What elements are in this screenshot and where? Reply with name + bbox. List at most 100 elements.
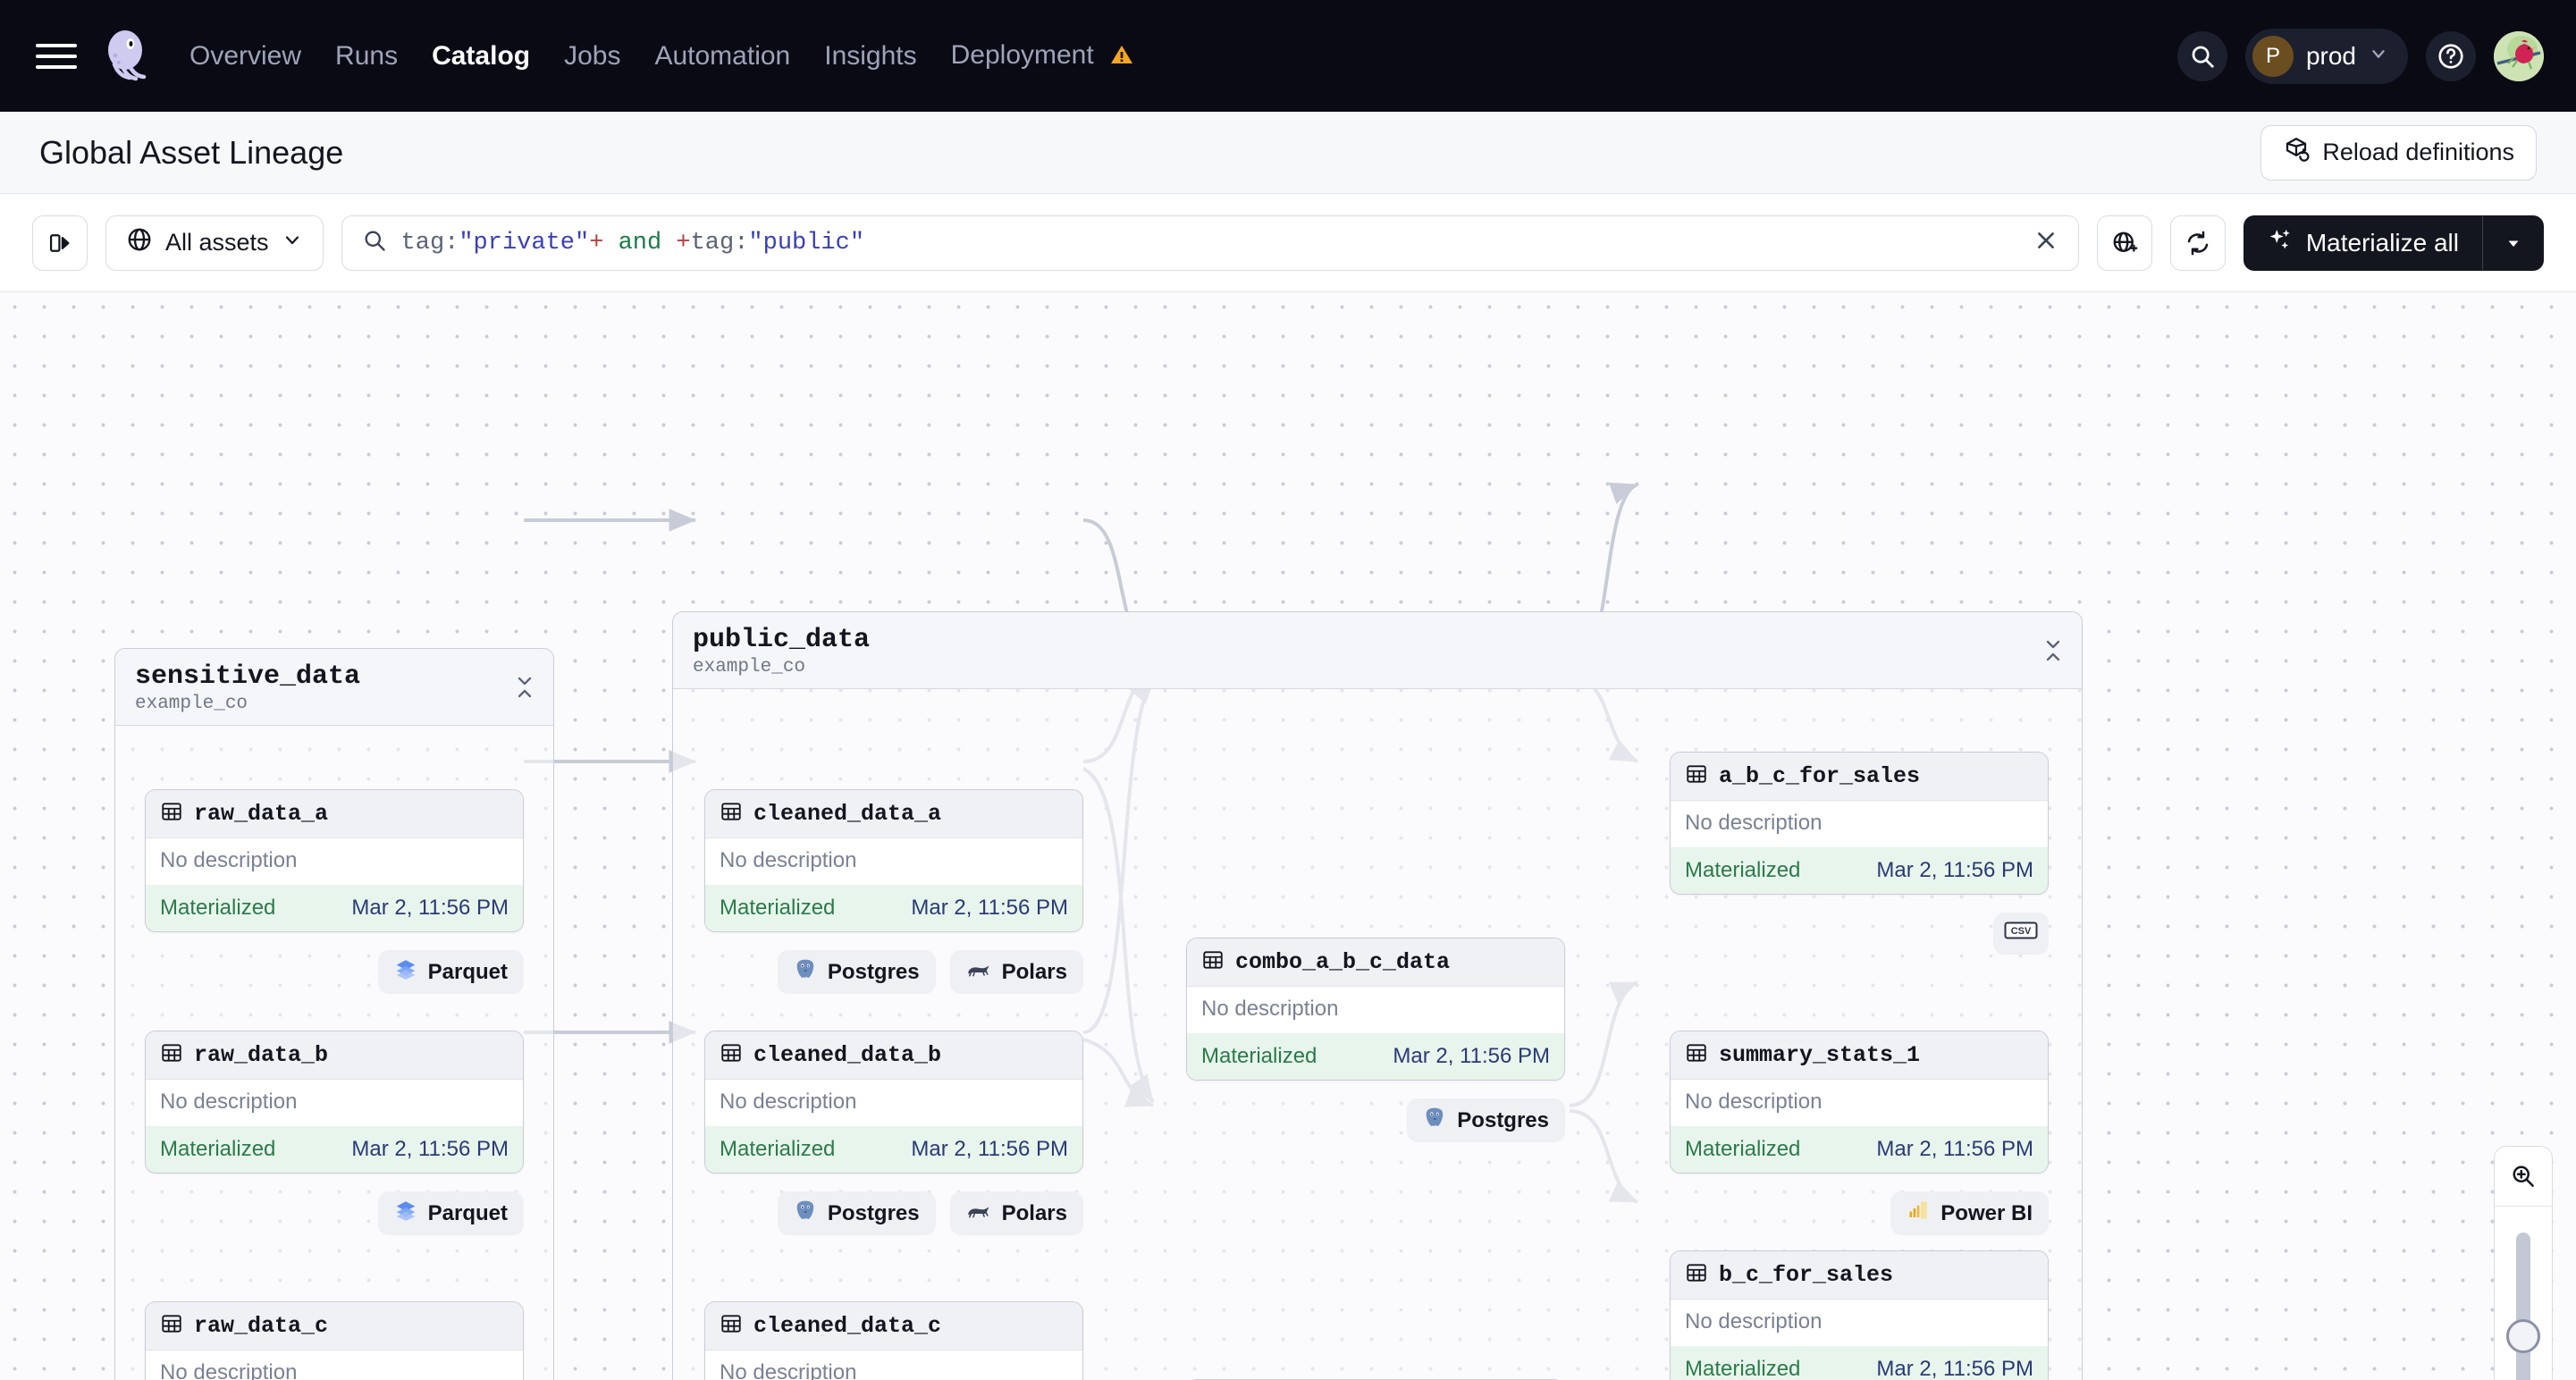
table-icon <box>1201 948 1225 976</box>
asset-node-description: No description <box>1671 1300 2048 1346</box>
deployment-avatar: P <box>2252 35 2294 77</box>
user-avatar[interactable] <box>2494 30 2544 81</box>
asset-node-cleaned_data_a[interactable]: cleaned_data_a No description Materializ… <box>704 789 1083 932</box>
asset-node-combo_a_b_c_data[interactable]: combo_a_b_c_data No description Material… <box>1186 938 1565 1081</box>
asset-node-status: Materialized Mar 2, 11:56 PM <box>1671 1126 2048 1173</box>
asset-tag-parquet[interactable]: Parquet <box>377 1191 524 1235</box>
materialize-all-group[interactable]: Materialize all <box>2243 215 2544 271</box>
help-circle-icon[interactable] <box>2426 30 2476 81</box>
asset-node-raw_data_a[interactable]: raw_data_a No description Materialized M… <box>145 789 524 932</box>
asset-node-b_c_for_sales[interactable]: b_c_for_sales No description Materialize… <box>1670 1250 2049 1380</box>
asset-tag-postgres[interactable]: Postgres <box>777 1191 936 1235</box>
asset-node-header: cleaned_data_b <box>705 1031 1082 1080</box>
asset-node-header: cleaned_data_a <box>705 790 1082 838</box>
search-icon <box>362 228 387 257</box>
asset-tag-polars[interactable]: Polars <box>949 950 1083 994</box>
asset-group-collapse-icon[interactable] <box>2042 637 2064 669</box>
zoom-in-icon[interactable] <box>2495 1147 2552 1206</box>
status-badge: Materialized <box>720 1137 836 1161</box>
asset-node-header: raw_data_c <box>146 1302 523 1351</box>
nav-link-overview[interactable]: Overview <box>189 40 302 71</box>
asset-group-header[interactable]: public_data example_co <box>673 612 2082 689</box>
asset-tag-postgres[interactable]: Postgres <box>777 950 936 994</box>
nav-link-insights[interactable]: Insights <box>824 40 917 71</box>
table-icon <box>1685 1261 1708 1289</box>
asset-node-status: Materialized Mar 2, 11:56 PM <box>146 1126 523 1173</box>
nav-link-automation[interactable]: Automation <box>654 40 791 71</box>
asset-node-status: Materialized Mar 2, 11:56 PM <box>1671 847 2048 894</box>
asset-node-description: No description <box>146 838 523 885</box>
asset-node-name: b_c_for_sales <box>1719 1262 1894 1288</box>
asset-node-status: Materialized Mar 2, 11:56 PM <box>146 885 523 931</box>
asset-node-timestamp: Mar 2, 11:56 PM <box>911 896 1068 920</box>
nav-link-deployment[interactable]: Deployment <box>951 40 1133 72</box>
asset-tag-postgres[interactable]: Postgres <box>1407 1098 1565 1142</box>
zoom-slider[interactable] <box>2495 1206 2552 1380</box>
asset-node-summary_stats_1[interactable]: summary_stats_1 No description Materiali… <box>1670 1031 2049 1174</box>
status-badge: Materialized <box>1685 858 1801 882</box>
asset-tag-csv[interactable]: CSV <box>1993 913 2049 955</box>
asset-tag-parquet[interactable]: Parquet <box>377 950 524 994</box>
table-icon <box>1685 762 1708 790</box>
lineage-search-input[interactable]: tag:"private"+ and +tag:"public" <box>341 215 2079 271</box>
asset-node-raw_data_c[interactable]: raw_data_c No description Materialized M… <box>145 1301 524 1380</box>
powerbi-icon <box>1907 1199 1930 1228</box>
clear-search-icon[interactable] <box>2033 228 2058 257</box>
asset-tag-label: Parquet <box>427 1200 508 1225</box>
nav-link-deployment-label: Deployment <box>950 39 1094 70</box>
deployment-selector[interactable]: P prod <box>2244 28 2408 84</box>
asset-node-header: raw_data_a <box>146 790 523 838</box>
asset-node-description: No description <box>1671 801 2048 847</box>
materialize-all-button[interactable]: Materialize all <box>2243 215 2483 271</box>
asset-node-name: raw_data_b <box>194 1042 329 1068</box>
asset-tag-label: Postgres <box>1457 1107 1549 1132</box>
table-icon <box>1685 1041 1708 1069</box>
materialize-options-caret[interactable] <box>2483 232 2544 254</box>
asset-node-name: summary_stats_1 <box>1719 1042 1921 1068</box>
asset-group-sensitive[interactable]: sensitive_data example_co <box>114 648 554 1380</box>
asset-filter-dropdown[interactable]: All assets <box>105 215 324 271</box>
asset-node-cleaned_data_c[interactable]: cleaned_data_c No description Materializ… <box>704 1301 1083 1380</box>
refresh-button[interactable] <box>2169 215 2226 271</box>
table-icon <box>160 800 183 828</box>
polars-icon <box>966 1199 991 1228</box>
asset-node-name: raw_data_c <box>194 1313 329 1339</box>
asset-group-header[interactable]: sensitive_data example_co <box>115 649 553 726</box>
reload-definitions-button[interactable]: Reload definitions <box>2260 124 2537 181</box>
sidebar-toggle-button[interactable] <box>32 215 88 271</box>
warning-triangle-icon <box>1110 42 1133 72</box>
asset-group-collapse-icon[interactable] <box>514 674 535 705</box>
asset-node-description: No description <box>1671 1080 2048 1126</box>
nav-link-runs[interactable]: Runs <box>335 40 399 71</box>
nav-link-catalog[interactable]: Catalog <box>432 40 531 71</box>
asset-node-cleaned_data_b[interactable]: cleaned_data_b No description Materializ… <box>704 1031 1083 1174</box>
asset-tag-power-bi[interactable]: Power BI <box>1890 1191 2049 1235</box>
hamburger-menu-icon[interactable] <box>36 36 77 77</box>
globe-plus-button[interactable] <box>2096 215 2152 271</box>
lineage-graph-canvas[interactable]: sensitive_data example_co public_data ex… <box>0 292 2576 1380</box>
asset-node-a_b_c_for_sales[interactable]: a_b_c_for_sales No description Materiali… <box>1670 752 2049 895</box>
asset-node-status: Materialized Mar 2, 11:56 PM <box>1671 1346 2048 1380</box>
lineage-toolbar: All assets tag:"private"+ and +tag:"publ… <box>0 194 2576 292</box>
deployment-label: prod <box>2305 41 2356 70</box>
zoom-slider-thumb[interactable] <box>2506 1319 2540 1353</box>
asset-tag-label: Postgres <box>827 1200 920 1225</box>
asset-tag-polars[interactable]: Polars <box>949 1191 1083 1235</box>
asset-node-name: cleaned_data_a <box>753 801 942 827</box>
nav-link-jobs[interactable]: Jobs <box>564 40 621 71</box>
chevron-down-icon <box>282 229 303 257</box>
asset-node-raw_data_b[interactable]: raw_data_b No description Materialized M… <box>145 1031 524 1174</box>
postgres-icon <box>794 1199 817 1228</box>
chevron-down-icon <box>2369 44 2388 68</box>
asset-node-name: cleaned_data_c <box>753 1313 942 1339</box>
postgres-icon <box>1423 1106 1446 1135</box>
zoom-controls <box>2494 1146 2553 1380</box>
asset-node-header: raw_data_b <box>146 1031 523 1080</box>
dagster-logo-icon[interactable] <box>100 29 156 84</box>
postgres-icon <box>794 957 817 987</box>
table-icon <box>160 1041 183 1069</box>
asset-node-name: combo_a_b_c_data <box>1235 949 1451 975</box>
asset-node-status: Materialized Mar 2, 11:56 PM <box>1187 1033 1564 1080</box>
global-search-icon[interactable] <box>2176 30 2227 81</box>
asset-tag-label: Polars <box>1001 1200 1067 1225</box>
